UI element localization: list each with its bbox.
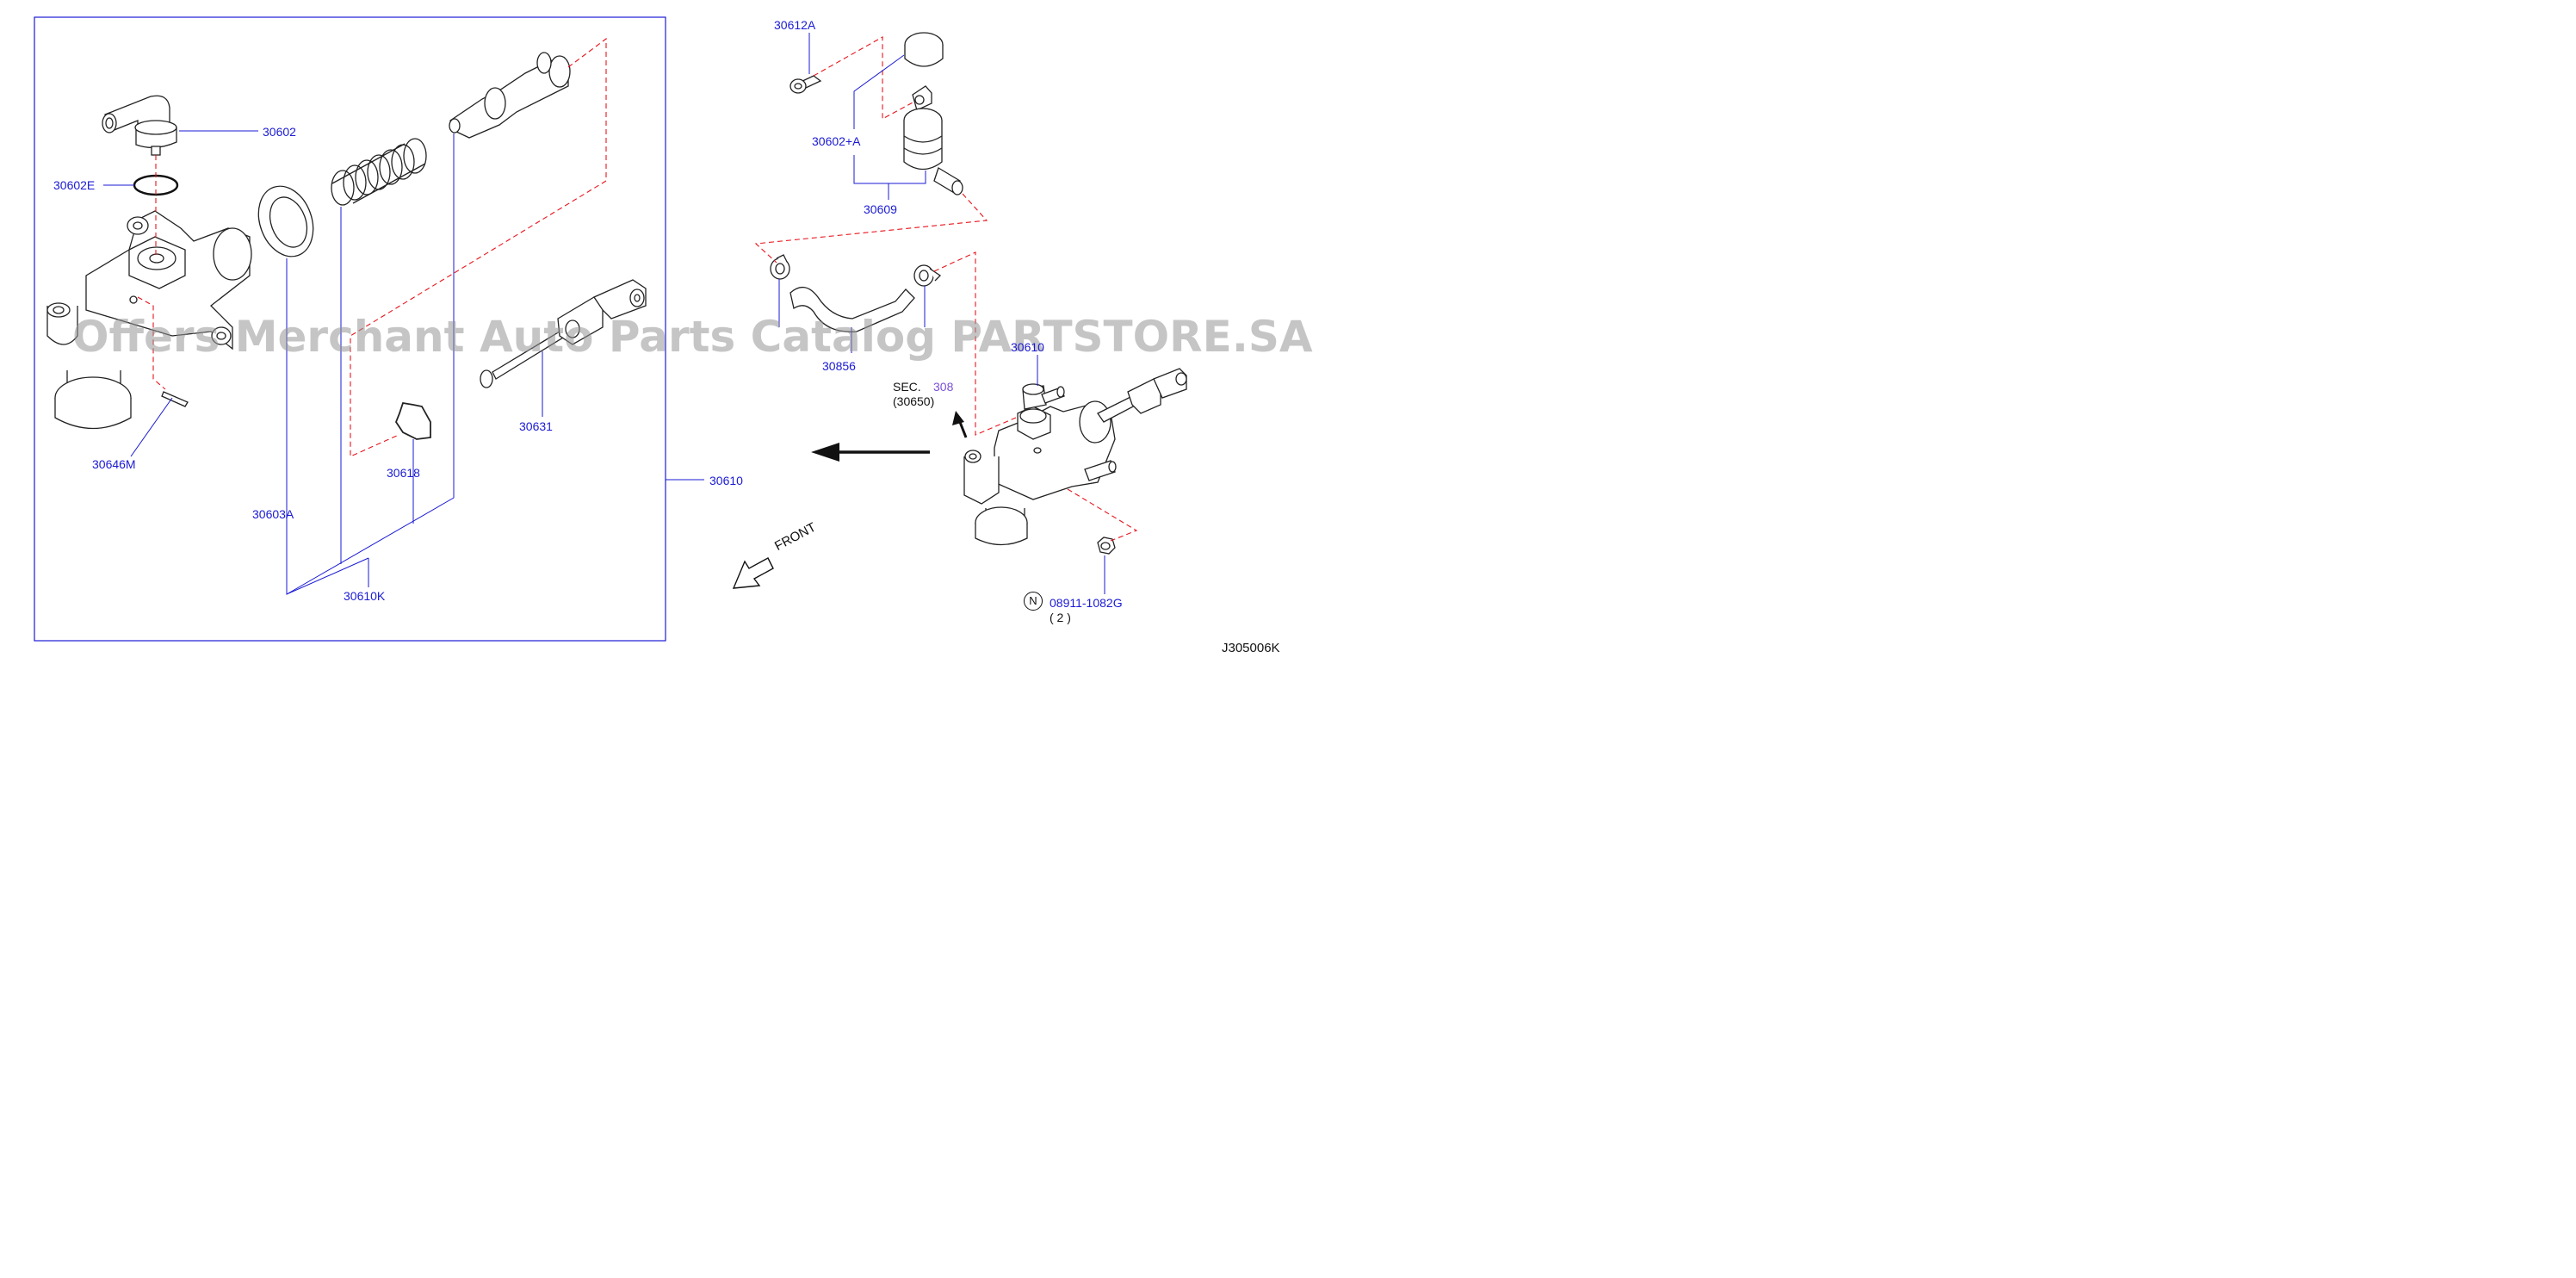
master-cylinder-body [46, 210, 252, 430]
sec-subref: (30650) [893, 394, 935, 408]
clamp-left [770, 254, 790, 280]
part-label-30612A[interactable]: 30612A [774, 18, 816, 32]
bolt-30612A [790, 75, 822, 94]
hose-30856 [790, 287, 915, 332]
assembly-dashed-lines-right [754, 36, 1138, 542]
clamp-right [913, 264, 942, 287]
snap-ring-30618 [394, 401, 431, 440]
reservoir-cap [904, 32, 944, 67]
part-label-08911[interactable]: 08911-1082G [1050, 596, 1123, 610]
sec-number-link[interactable]: 308 [933, 380, 954, 394]
part-label-30610[interactable]: 30610 [709, 474, 743, 487]
watermark: Offers Merchant Auto Parts Catalog PARTS… [72, 312, 1313, 362]
reservoir-tank-30609 [903, 85, 963, 195]
hose-elbow-30602 [102, 95, 177, 156]
part-label-30603A[interactable]: 30603A [252, 507, 294, 521]
part-label-30856[interactable]: 30856 [822, 359, 856, 373]
seal-30603A [257, 185, 314, 257]
push-rod-30631 [480, 279, 647, 388]
sec-prefix: SEC. [893, 380, 921, 394]
note-symbol: N [1024, 592, 1043, 611]
diagram-code: J305006K [1222, 641, 1280, 655]
pin-30646M [161, 391, 189, 407]
sec-arrow [952, 411, 968, 438]
part-qty-08911: ( 2 ) [1050, 611, 1071, 624]
part-label-30610K[interactable]: 30610K [344, 589, 386, 603]
assembly-dashed-lines-left [137, 37, 607, 457]
leader-lines-right [778, 33, 1105, 594]
part-label-30602A[interactable]: 30602+A [812, 134, 861, 148]
part-label-30610-right[interactable]: 30610 [1011, 340, 1044, 354]
nut-08911 [1097, 537, 1116, 555]
part-label-30646M[interactable]: 30646M [92, 457, 136, 471]
part-label-30631[interactable]: 30631 [519, 419, 553, 433]
assembly-frame [34, 16, 666, 642]
diagram-svg [34, 16, 1187, 642]
master-cylinder-assembly-30610 [963, 368, 1187, 546]
part-label-30602E[interactable]: 30602E [53, 178, 96, 192]
front-arrow-icon [732, 557, 774, 589]
spring-30610K [331, 138, 427, 206]
leader-lines-left [103, 130, 704, 595]
direction-arrow [811, 443, 930, 462]
part-label-30602[interactable]: 30602 [263, 125, 296, 139]
part-label-30618[interactable]: 30618 [387, 466, 420, 480]
parts-diagram: Offers Merchant Auto Parts Catalog PARTS… [0, 0, 1328, 661]
part-label-30609[interactable]: 30609 [864, 202, 897, 216]
piston-30610K [449, 52, 571, 139]
